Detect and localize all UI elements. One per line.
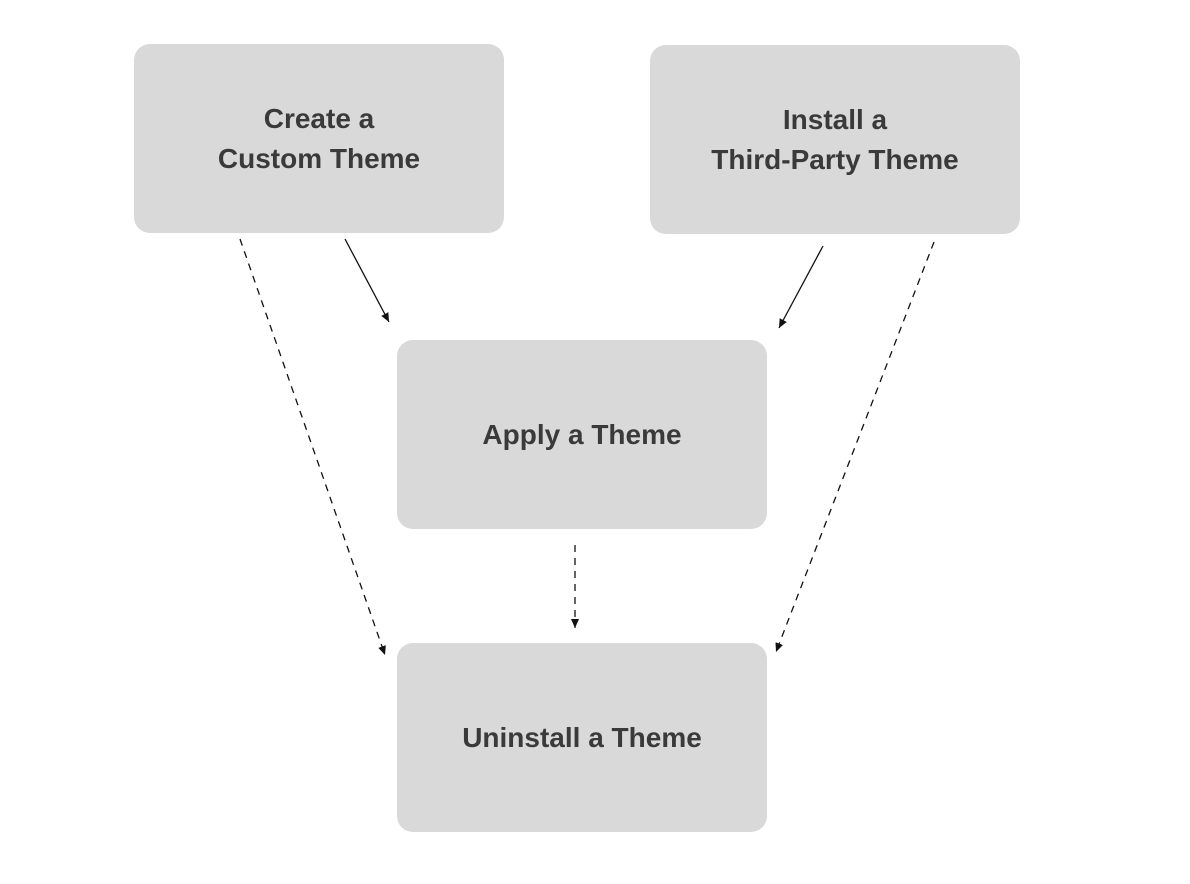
node-create-line1: Create a bbox=[263, 102, 375, 134]
edge-create-to-uninstall bbox=[239, 238, 386, 656]
node-install-line2: Third-Party Theme bbox=[711, 143, 959, 175]
edge-install-to-apply bbox=[778, 245, 824, 329]
node-uninstall-label: Uninstall a Theme bbox=[462, 721, 702, 753]
node-apply-theme: Apply a Theme bbox=[397, 340, 767, 529]
node-create-custom-theme: Create a Custom Theme bbox=[134, 44, 504, 233]
node-uninstall-theme: Uninstall a Theme bbox=[397, 643, 767, 832]
node-apply-label: Apply a Theme bbox=[482, 418, 682, 450]
node-install-line1: Install a bbox=[782, 103, 888, 135]
edge-install-to-uninstall bbox=[775, 241, 935, 653]
node-create-line2: Custom Theme bbox=[217, 142, 421, 174]
node-install-third-party-theme: Install a Third-Party Theme bbox=[650, 45, 1020, 234]
edge-create-to-apply bbox=[344, 238, 390, 323]
